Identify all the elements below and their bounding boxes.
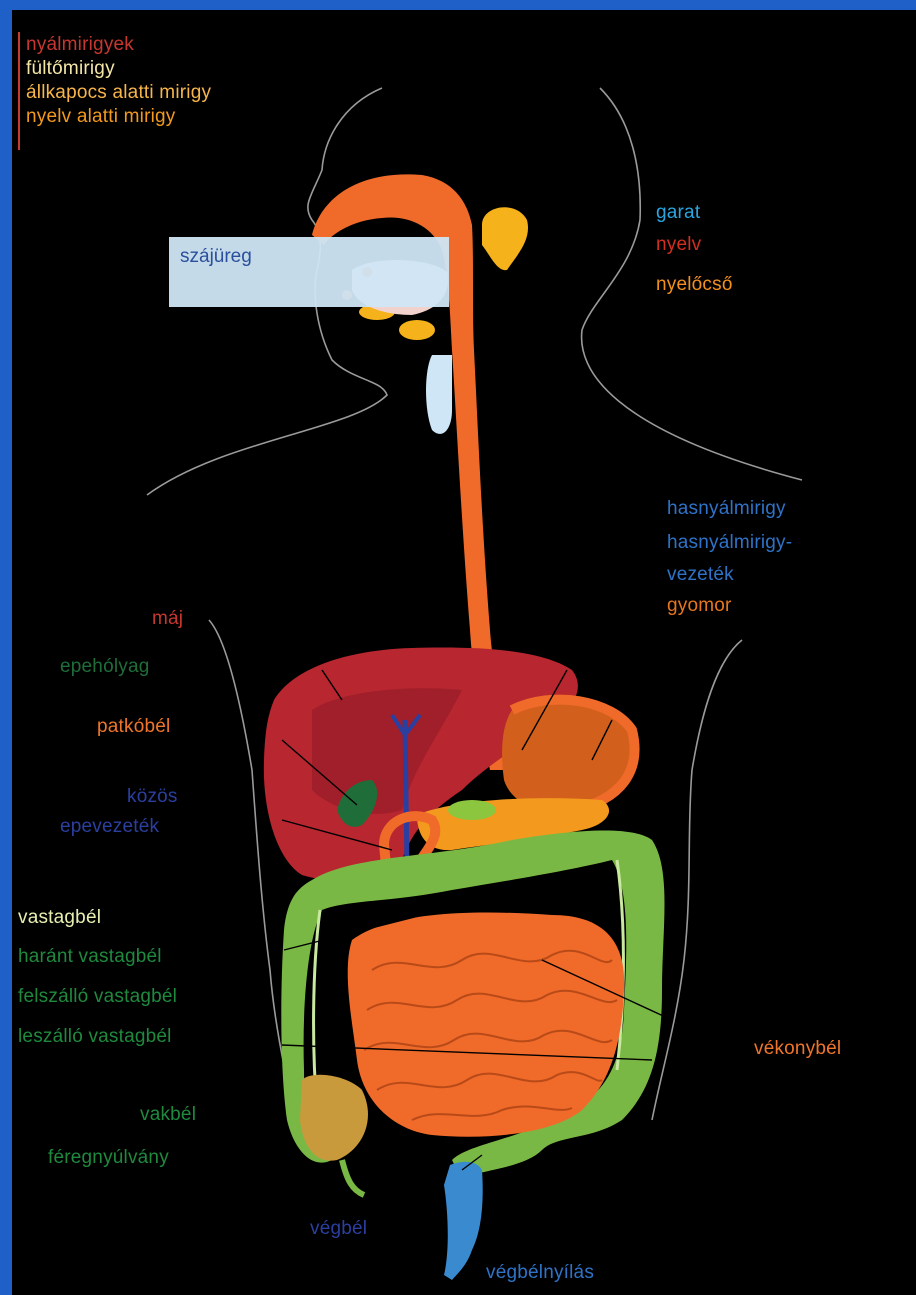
label-pharynx: garat [656,202,700,224]
label-colon: vastagbél [18,907,101,929]
trachea-shape [426,355,452,434]
label-parotid: fültőmirigy [26,58,115,80]
bile-duct-shape [405,720,407,870]
label-esophagus: nyelőcső [656,274,733,296]
label-anus: végbélnyílás [486,1262,594,1284]
label-small-intestine: vékonybél [754,1038,841,1060]
label-descending-colon: leszálló vastagbél [18,1026,172,1048]
label-appendix: féregnyúlvány [48,1147,169,1169]
digestive-system-illustration [12,10,916,1295]
label-submandibular: állkapocs alatti mirigy [26,82,211,104]
label-pancreas: hasnyálmirigy [667,498,786,520]
label-mouth: szájüreg [180,246,252,268]
cecum-shape [300,1075,368,1161]
label-common-bile-duct-1: közös [127,786,178,808]
rectum-shape [444,1162,483,1280]
label-cecum: vakbél [140,1104,196,1126]
diagram-canvas: szájüreg nyálmirigyek fültőmirigy állkap… [12,10,916,1295]
label-salivary-glands: nyálmirigyek [26,34,134,56]
label-common-bile-duct-2: epevezeték [60,816,159,838]
label-sublingual: nyelv alatti mirigy [26,106,176,128]
label-duodenum: patkóbél [97,716,170,738]
small-intestine-shape [348,913,625,1137]
label-stomach: gyomor [667,595,732,617]
label-pancreatic-duct-2: vezeték [667,564,734,586]
label-ascending-colon: felszálló vastagbél [18,986,177,1008]
label-transverse-colon: haránt vastagbél [18,946,162,968]
appendix-shape [342,1160,364,1195]
label-tongue: nyelv [656,234,701,256]
label-rectum: végbél [310,1218,367,1240]
label-gallbladder: epehólyag [60,656,150,678]
label-pancreatic-duct-1: hasnyálmirigy- [667,532,792,554]
salivary-gland-bracket [18,32,20,150]
label-liver: máj [152,608,183,630]
